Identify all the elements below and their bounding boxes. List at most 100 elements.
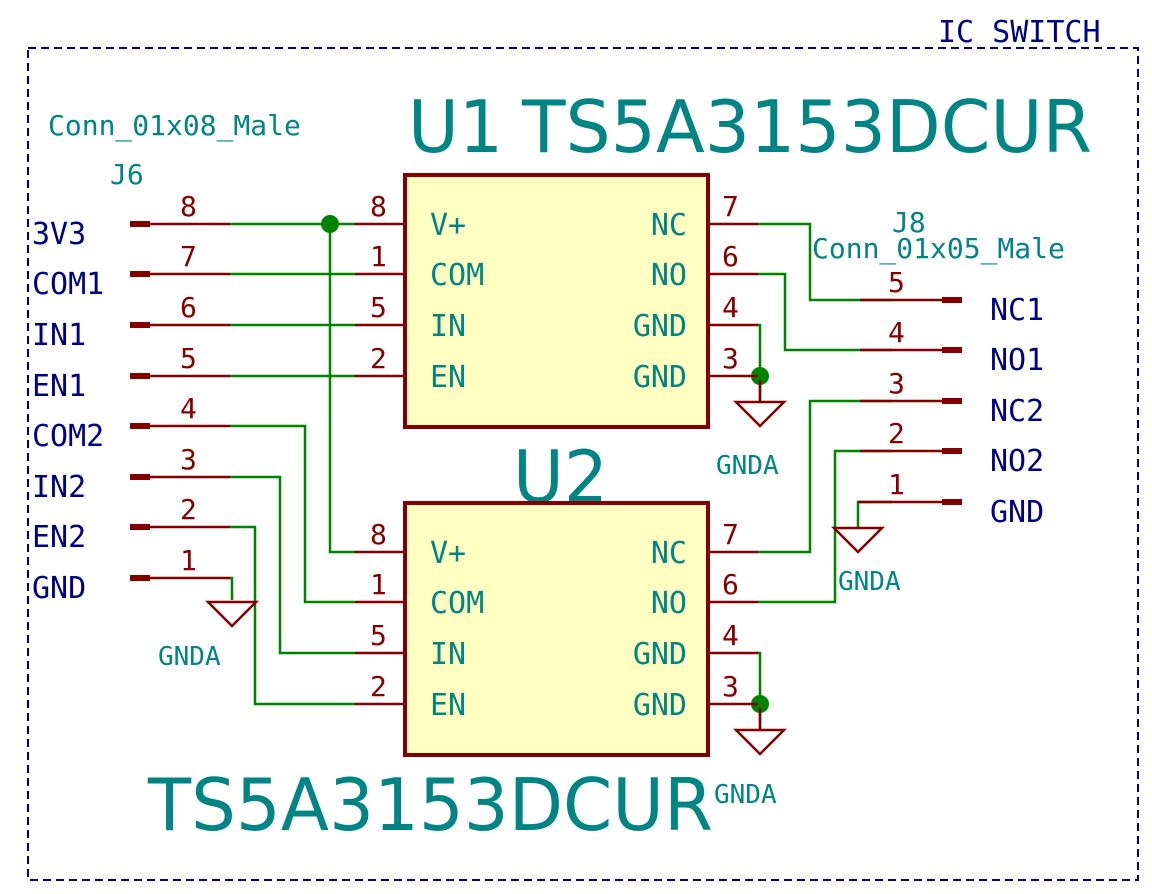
wire-3v3-to-u2 [328, 224, 355, 554]
u1-pin-name: NC [651, 208, 687, 243]
j6-pin-1-end [130, 575, 150, 581]
net-label-com2: COM2 [32, 419, 104, 454]
sheet-title: IC SWITCH [938, 15, 1101, 50]
net-label-in2: IN2 [32, 470, 86, 505]
u2-body [403, 501, 710, 757]
gnda-label-u2: GNDA [714, 780, 777, 810]
u2-pin-name: GND [633, 688, 687, 723]
j8-type: Conn_01x05_Male [812, 232, 1065, 266]
u1-pin-num: 5 [370, 291, 387, 324]
net-label-nc2: NC2 [990, 394, 1044, 429]
j6-pin-4-end [130, 423, 150, 429]
gnda-symbols [204, 380, 886, 756]
j8-pin-3-end [942, 398, 962, 404]
connector-j8[interactable]: J8 Conn_01x05_Male 5 4 3 2 1 NC1 NO1 NC2… [812, 206, 1065, 530]
wire-com2 [230, 424, 355, 604]
j6-pin-2-end [130, 524, 150, 530]
net-label-com1: COM1 [32, 267, 104, 302]
connector-j6[interactable]: Conn_01x08_Male J6 8 7 6 5 4 3 [32, 109, 301, 606]
u2-pin-name: EN [430, 688, 466, 723]
u1-pin-num: 1 [370, 240, 387, 273]
gnda-symbol-j6 [204, 600, 260, 628]
junctions [321, 215, 769, 713]
gnda-label-j8: GNDA [838, 567, 901, 597]
wire-no1 [758, 272, 892, 352]
j6-ref: J6 [110, 158, 144, 191]
u1-value: TS5A3153DCUR [521, 85, 1092, 169]
u1-pin-name: EN [430, 360, 466, 395]
net-label-gnd-j8: GND [990, 495, 1044, 530]
u1-pin-name: GND [633, 360, 687, 395]
j8-pin-num: 4 [888, 316, 905, 349]
u1-pin-name: V+ [430, 208, 466, 243]
gnda-symbol-u1 [732, 400, 788, 428]
u2-pin-num: 8 [370, 518, 387, 551]
net-label-in1: IN1 [32, 318, 86, 353]
net-label-en1: EN1 [32, 369, 86, 404]
gnda-label-u1: GNDA [716, 451, 779, 481]
u1-pin-name: GND [633, 309, 687, 344]
j8-pin-4-end [942, 347, 962, 353]
junction-3v3 [321, 215, 339, 233]
u1-pin-num: 3 [722, 342, 739, 375]
j6-pin-5-end [130, 373, 150, 379]
j6-pin-7-end [130, 271, 150, 277]
wire-nc1 [758, 222, 892, 302]
j6-type: Conn_01x08_Male [48, 109, 301, 143]
u2-pin-name: NO [651, 586, 687, 621]
j6-pin-num: 5 [180, 342, 197, 375]
u1-pin-num: 4 [722, 291, 739, 324]
j8-pin-5-end [942, 297, 962, 303]
wire-gnd-j6 [230, 576, 234, 600]
j6-pin-num: 4 [180, 392, 197, 425]
u2-pin-name: V+ [430, 536, 466, 571]
u2-pin-name: COM [430, 586, 484, 621]
u2-pin-num: 1 [370, 568, 387, 601]
u1-pin-num: 7 [722, 190, 739, 223]
j8-pin-num: 1 [888, 468, 905, 501]
j6-pin-num: 7 [180, 240, 197, 273]
j8-pin-num: 3 [888, 367, 905, 400]
j8-pin-num: 5 [888, 266, 905, 299]
wire-in2 [230, 475, 355, 655]
u2-pin-num: 7 [722, 518, 739, 551]
j6-pin-num: 1 [180, 544, 197, 577]
u1-pin-num: 2 [370, 342, 387, 375]
ic-u1[interactable]: U1 TS5A3153DCUR 8 1 5 2 7 6 4 3 V+ COM I… [355, 85, 1092, 429]
gnda-symbol-u2 [732, 728, 788, 756]
wire-nc2 [758, 399, 892, 554]
u2-value: TS5A3153DCUR [147, 763, 713, 847]
net-label-3v3: 3V3 [32, 217, 86, 252]
u2-pin-num: 5 [370, 619, 387, 652]
net-label-no2: NO2 [990, 444, 1044, 479]
j6-pin-num: 3 [180, 443, 197, 476]
u2-pin-name: GND [633, 637, 687, 672]
j8-pin-1-end [942, 499, 962, 505]
u2-pin-name: NC [651, 536, 687, 571]
sheet-border [27, 47, 1139, 881]
j6-pin-num: 8 [180, 190, 197, 223]
u2-pin-num: 6 [722, 568, 739, 601]
junction-u2-gnd [751, 695, 769, 713]
gnda-symbol-j8 [830, 526, 886, 554]
u1-pin-name: NO [651, 258, 687, 293]
u2-pin-num: 2 [370, 670, 387, 703]
j6-pin-8-end [130, 221, 150, 227]
wire-en2 [230, 525, 355, 706]
gnda-label-j6: GNDA [158, 642, 221, 672]
u2-pin-num: 4 [722, 619, 739, 652]
j6-pin-num: 6 [180, 291, 197, 324]
net-label-no1: NO1 [990, 343, 1044, 378]
j8-pin-2-end [942, 448, 962, 454]
net-label-gnd: GND [32, 571, 86, 606]
j6-pin-num: 2 [180, 493, 197, 526]
j6-pin-6-end [130, 322, 150, 328]
u2-pin-name: IN [430, 637, 466, 672]
u1-pin-name: COM [430, 258, 484, 293]
u1-pin-num: 6 [722, 240, 739, 273]
junction-u1-gnd [751, 367, 769, 385]
j8-pin-num: 2 [888, 417, 905, 450]
ic-u2[interactable]: U2 TS5A3153DCUR 8 1 5 2 7 6 4 3 V+ COM I… [147, 435, 758, 847]
j8-ref: J8 [892, 206, 926, 239]
